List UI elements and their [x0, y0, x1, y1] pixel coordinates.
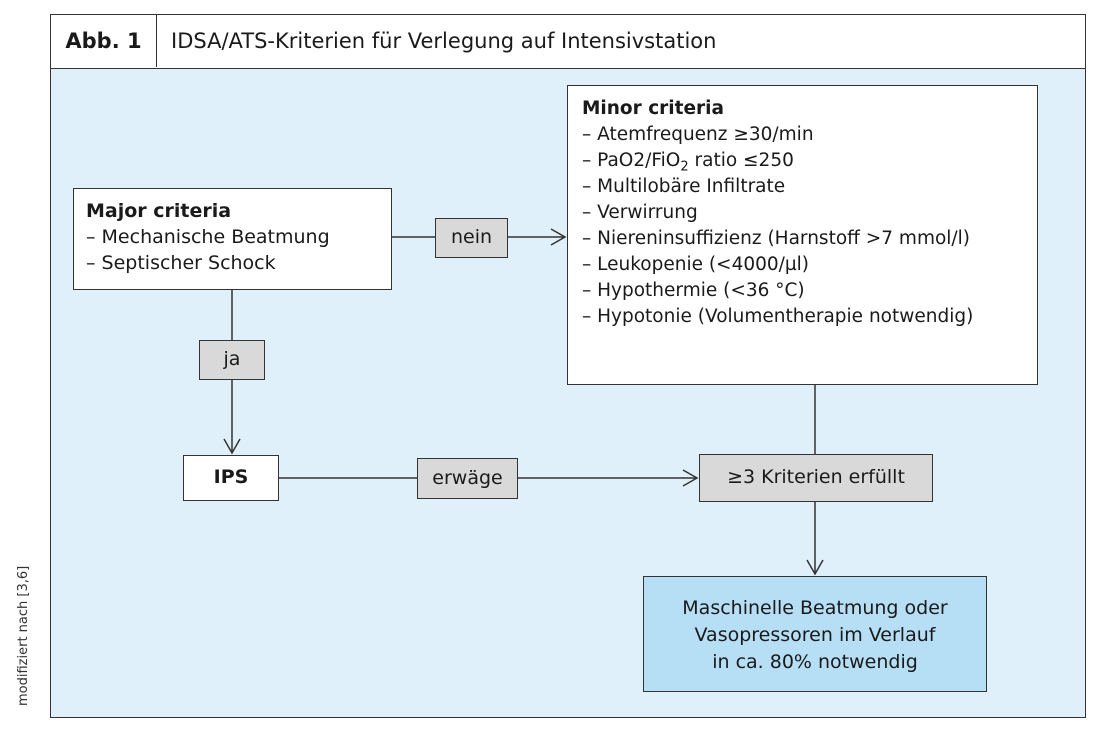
- figure-label: Abb. 1: [51, 15, 157, 67]
- minor-item: – Niereninsuffizienz (Harnstoff >7 mmol/…: [582, 228, 971, 249]
- major-item: – Septischer Schock: [86, 252, 276, 274]
- minor-item: – PaO2/FiO2 ratio ≤250: [582, 150, 794, 175]
- figure-frame: Abb. 1 IDSA/ATS-Kriterien für Verlegung …: [50, 14, 1086, 718]
- nein-label: nein: [435, 218, 508, 258]
- major-item: – Mechanische Beatmung: [86, 226, 330, 248]
- major-criteria-box: Major criteria – Mechanische Beatmung – …: [73, 188, 392, 290]
- minor-item: – Multilobäre Infiltrate: [582, 176, 786, 197]
- ja-label: ja: [199, 340, 265, 380]
- arrow-to-outcome: [806, 559, 824, 576]
- arrow-to-minor: [550, 228, 567, 246]
- outcome-line: in ca. 80% notwendig: [712, 651, 918, 673]
- figure-title: IDSA/ATS-Kriterien für Verlegung auf Int…: [171, 29, 717, 53]
- minor-item: – Leukopenie (<4000/µl): [582, 254, 810, 275]
- connector-lines: [223, 228, 824, 576]
- outcome-box: Maschinelle Beatmung oder Vasopressoren …: [643, 576, 987, 692]
- minor-criteria-title: Minor criteria: [582, 98, 724, 119]
- minor-item: – Verwirrung: [582, 202, 698, 223]
- source-note: modifiziert nach [3,6]: [16, 565, 31, 706]
- minor-item: – Atemfrequenz ≥30/min: [582, 124, 814, 145]
- arrow-to-criteria: [682, 469, 699, 487]
- minor-criteria-box: Minor criteria – Atemfrequenz ≥30/min – …: [567, 85, 1038, 385]
- outcome-line: Maschinelle Beatmung oder: [682, 597, 948, 619]
- erwaege-label: erwäge: [417, 458, 518, 499]
- criteria-met-box: ≥3 Kriterien erfüllt: [699, 454, 933, 502]
- outcome-line: Vasopressoren im Verlauf: [694, 624, 936, 646]
- major-criteria-title: Major criteria: [86, 200, 232, 222]
- arrow-to-ips: [223, 438, 241, 455]
- figure-header: Abb. 1 IDSA/ATS-Kriterien für Verlegung …: [51, 15, 1085, 69]
- minor-item: – Hypothermie (<36 °C): [582, 280, 805, 301]
- minor-item: – Hypotonie (Volumentherapie notwendig): [582, 306, 974, 327]
- ips-box: IPS: [183, 455, 279, 501]
